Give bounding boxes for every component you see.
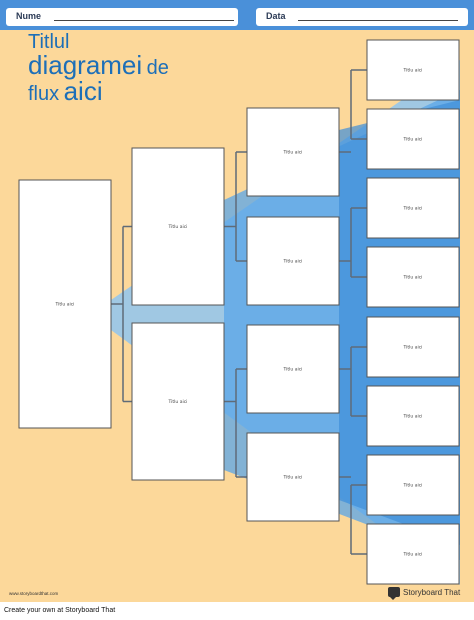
level4-label: Titlu aici xyxy=(403,137,423,143)
date-field[interactable]: Data xyxy=(256,8,468,26)
brand-name: Storyboard That xyxy=(403,587,461,597)
level4-label: Titlu aici xyxy=(403,345,423,351)
level4-label: Titlu aici xyxy=(403,68,423,74)
date-line xyxy=(298,20,458,21)
title-word-3: de xyxy=(146,57,169,79)
level4-box xyxy=(366,385,460,447)
level2-label: Titlu aici xyxy=(168,399,188,405)
level3-label: Titlu aici xyxy=(283,259,303,265)
level4-box xyxy=(366,316,460,378)
level3-label: Titlu aici xyxy=(283,475,303,481)
name-line xyxy=(54,20,234,21)
speech-bubble-icon xyxy=(388,587,400,600)
level2-box xyxy=(131,147,225,306)
level2-label: Titlu aici xyxy=(168,224,188,230)
title-word-5: aici xyxy=(63,76,103,106)
name-field[interactable]: Nume xyxy=(6,8,238,26)
level4-label: Titlu aici xyxy=(403,552,423,558)
level4-label: Titlu aici xyxy=(403,483,423,489)
level3-box xyxy=(246,107,340,197)
level1-label: Titlu aici xyxy=(55,302,75,308)
level4-box xyxy=(366,108,460,170)
title-word-2: diagramei xyxy=(28,50,143,80)
header-bar: Nume Data xyxy=(0,0,474,30)
level3-box xyxy=(246,432,340,522)
level4-box xyxy=(366,39,460,101)
level3-label: Titlu aici xyxy=(283,150,303,156)
level1-box xyxy=(18,179,112,429)
footer-caption: Create your own at Storyboard That xyxy=(4,607,116,614)
brand-logo: Storyboard That xyxy=(388,585,461,600)
level4-box xyxy=(366,177,460,239)
site-url: www.storyboardthat.com xyxy=(9,591,59,596)
date-label: Data xyxy=(266,11,286,21)
title-word-1: Titlul xyxy=(28,31,70,53)
name-label: Nume xyxy=(16,11,42,21)
level3-label: Titlu aici xyxy=(283,367,303,373)
level4-box xyxy=(366,246,460,308)
page-title: Titlul diagramei de flux aici xyxy=(28,32,169,104)
level4-box xyxy=(366,454,460,516)
level4-box xyxy=(366,523,460,585)
level4-label: Titlu aici xyxy=(403,414,423,420)
level2-box xyxy=(131,322,225,481)
level3-box xyxy=(246,216,340,306)
level4-label: Titlu aici xyxy=(403,275,423,281)
level3-box xyxy=(246,324,340,414)
level4-label: Titlu aici xyxy=(403,206,423,212)
title-word-4: flux xyxy=(28,83,60,105)
